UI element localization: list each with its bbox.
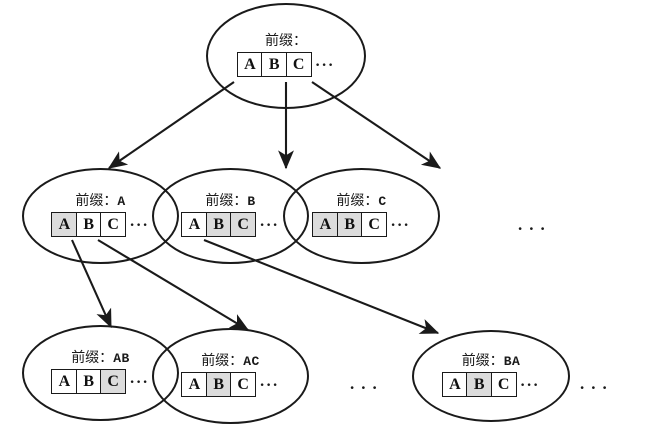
node-BA-prefix-label: 前缀：BA: [462, 355, 521, 369]
node-AB-prefix-label: 前缀：AB: [71, 352, 130, 366]
prefix-text: 前缀：: [71, 351, 114, 366]
cell-B[interactable]: B: [261, 52, 288, 77]
cell-C[interactable]: C: [100, 212, 127, 237]
node-AB-cells-row: A B C ...: [51, 369, 149, 394]
cell-C[interactable]: C: [285, 52, 312, 77]
node-AC-prefix-label: 前缀：AC: [201, 355, 260, 369]
prefix-value: B: [247, 194, 256, 209]
cells-ellipsis: ...: [520, 373, 541, 390]
prefix-value: A: [117, 194, 126, 209]
cell-A[interactable]: A: [441, 372, 468, 397]
node-C-cells-row: A B C ...: [312, 212, 410, 237]
node-AB-cells: A B C: [51, 369, 127, 394]
node-B-cells-row: A B C ...: [181, 212, 279, 237]
node-A-prefix-label: 前缀：A: [75, 195, 125, 209]
node-B[interactable]: 前缀：B A B C ...: [152, 168, 309, 264]
cell-A[interactable]: A: [181, 212, 208, 237]
node-root[interactable]: 前缀： A B C ...: [206, 3, 366, 109]
prefix-text: 前缀：: [205, 194, 248, 209]
prefix-text: 前缀：: [461, 354, 504, 369]
cells-ellipsis: ...: [315, 53, 336, 70]
row2-ellipsis: ...: [518, 215, 552, 234]
node-A[interactable]: 前缀：A A B C ...: [22, 168, 179, 264]
cell-A[interactable]: A: [181, 372, 208, 397]
prefix-text: 前缀：: [265, 34, 307, 49]
cell-B[interactable]: B: [336, 212, 363, 237]
prefix-value: AC: [243, 354, 260, 369]
prefix-text: 前缀：: [336, 194, 379, 209]
cell-C[interactable]: C: [230, 212, 257, 237]
prefix-text: 前缀：: [75, 194, 118, 209]
cells-ellipsis: ...: [130, 213, 150, 230]
cells-ellipsis: ...: [130, 370, 150, 387]
node-C-cells: A B C: [312, 212, 388, 237]
cells-ellipsis: ...: [391, 213, 411, 230]
node-BA-cells: A B C: [441, 372, 517, 397]
node-root-cells: A B C: [236, 52, 312, 77]
node-AC-cells: A B C: [181, 372, 257, 397]
cell-C[interactable]: C: [230, 372, 257, 397]
node-BA[interactable]: 前缀：BA A B C ...: [412, 330, 570, 422]
node-B-cells: A B C: [181, 212, 257, 237]
cell-C[interactable]: C: [100, 369, 127, 394]
cells-ellipsis: ...: [260, 373, 280, 390]
cell-A[interactable]: A: [312, 212, 339, 237]
node-C[interactable]: 前缀：C A B C ...: [283, 168, 440, 264]
cell-B[interactable]: B: [75, 212, 102, 237]
node-root-cells-row: A B C ...: [236, 52, 336, 77]
node-AC-cells-row: A B C ...: [181, 372, 279, 397]
cell-A[interactable]: A: [51, 212, 78, 237]
node-AC[interactable]: 前缀：AC A B C ...: [152, 328, 309, 424]
node-root-prefix-label: 前缀：: [265, 35, 307, 49]
prefix-value: C: [378, 194, 387, 209]
node-A-cells-row: A B C ...: [51, 212, 149, 237]
edge-root-A-to-A: [107, 81, 235, 169]
node-C-prefix-label: 前缀：C: [336, 195, 386, 209]
cell-C[interactable]: C: [361, 212, 388, 237]
row3-end-ellipsis: ...: [580, 374, 614, 393]
cell-B[interactable]: B: [466, 372, 493, 397]
prefix-value: AB: [113, 351, 130, 366]
cell-A[interactable]: A: [236, 52, 263, 77]
node-B-prefix-label: 前缀：B: [205, 195, 255, 209]
prefix-text: 前缀：: [201, 354, 244, 369]
prefix-value: BA: [503, 354, 521, 369]
row3-middle-ellipsis: ...: [350, 374, 384, 393]
node-A-cells: A B C: [51, 212, 127, 237]
cell-B[interactable]: B: [75, 369, 102, 394]
node-BA-cells-row: A B C ...: [441, 372, 541, 397]
cell-C[interactable]: C: [490, 372, 517, 397]
cells-ellipsis: ...: [260, 213, 280, 230]
cell-B[interactable]: B: [205, 372, 232, 397]
cell-B[interactable]: B: [205, 212, 232, 237]
cell-A[interactable]: A: [51, 369, 78, 394]
